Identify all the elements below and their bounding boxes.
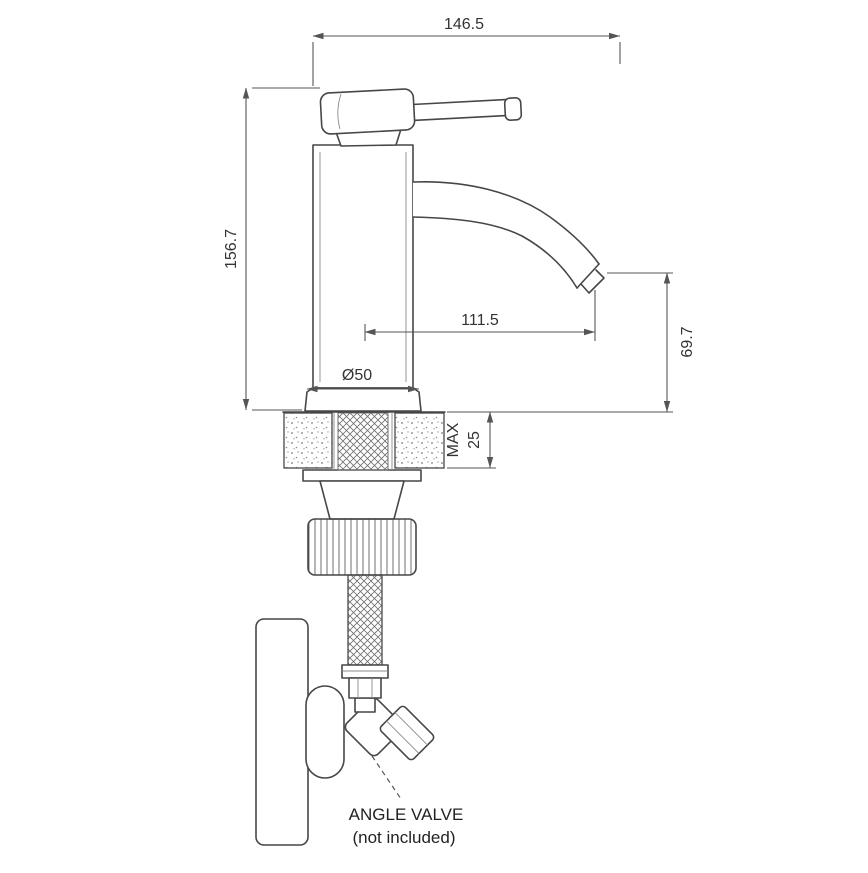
dim-overall-height-label: 156.7	[223, 229, 240, 269]
aerator-tip	[580, 269, 605, 294]
countertop-section	[282, 411, 446, 471]
fixing-washer-plate	[302, 469, 422, 482]
threaded-shank	[337, 412, 389, 471]
wall-plate	[255, 618, 309, 846]
valve-hex-nut	[379, 705, 435, 761]
hose-crimp-fitting	[341, 664, 389, 679]
angle-valve-note: ANGLE VALVE (not included)	[349, 755, 464, 847]
flexible-hose	[341, 574, 389, 699]
handle-rod	[410, 98, 510, 122]
angle-valve-note-line2: (not included)	[352, 828, 455, 847]
dim-overall-height: 156.7	[223, 87, 320, 411]
dim-spout-reach-label: 111.5	[461, 312, 499, 329]
mounting-nut	[307, 518, 417, 576]
angle-valve-note-line1: ANGLE VALVE	[349, 805, 464, 824]
fixing-assembly	[302, 469, 422, 576]
dim-deck-thickness-label: 25	[466, 431, 483, 449]
handle-body	[319, 88, 416, 135]
dim-base-diameter: Ø50	[306, 367, 419, 393]
spout	[412, 180, 605, 294]
dim-spout-outlet-height-label: 69.7	[679, 326, 696, 357]
dim-spout-outlet-height: 69.7	[447, 272, 696, 413]
dim-deck-thickness: MAX 25	[445, 411, 496, 469]
faucet-drawing	[255, 88, 605, 846]
fixing-cone	[319, 480, 405, 520]
dim-deck-max-label: MAX	[445, 422, 462, 457]
dim-spout-reach: 111.5	[364, 290, 596, 341]
base-flange	[304, 387, 422, 412]
dim-base-diameter-label: Ø50	[342, 367, 372, 384]
countertop-left	[283, 412, 333, 469]
leader-line	[371, 755, 402, 800]
handle-end-cap	[503, 97, 523, 121]
valve-escutcheon	[305, 685, 345, 779]
dim-overall-width-label: 146.5	[444, 16, 484, 33]
hose-hex-fitting	[348, 677, 382, 699]
valve-inlet	[354, 697, 376, 713]
dim-overall-width: 146.5	[312, 16, 621, 86]
angle-valve	[305, 685, 435, 779]
countertop-right	[394, 412, 445, 469]
lever-handle	[319, 88, 523, 147]
